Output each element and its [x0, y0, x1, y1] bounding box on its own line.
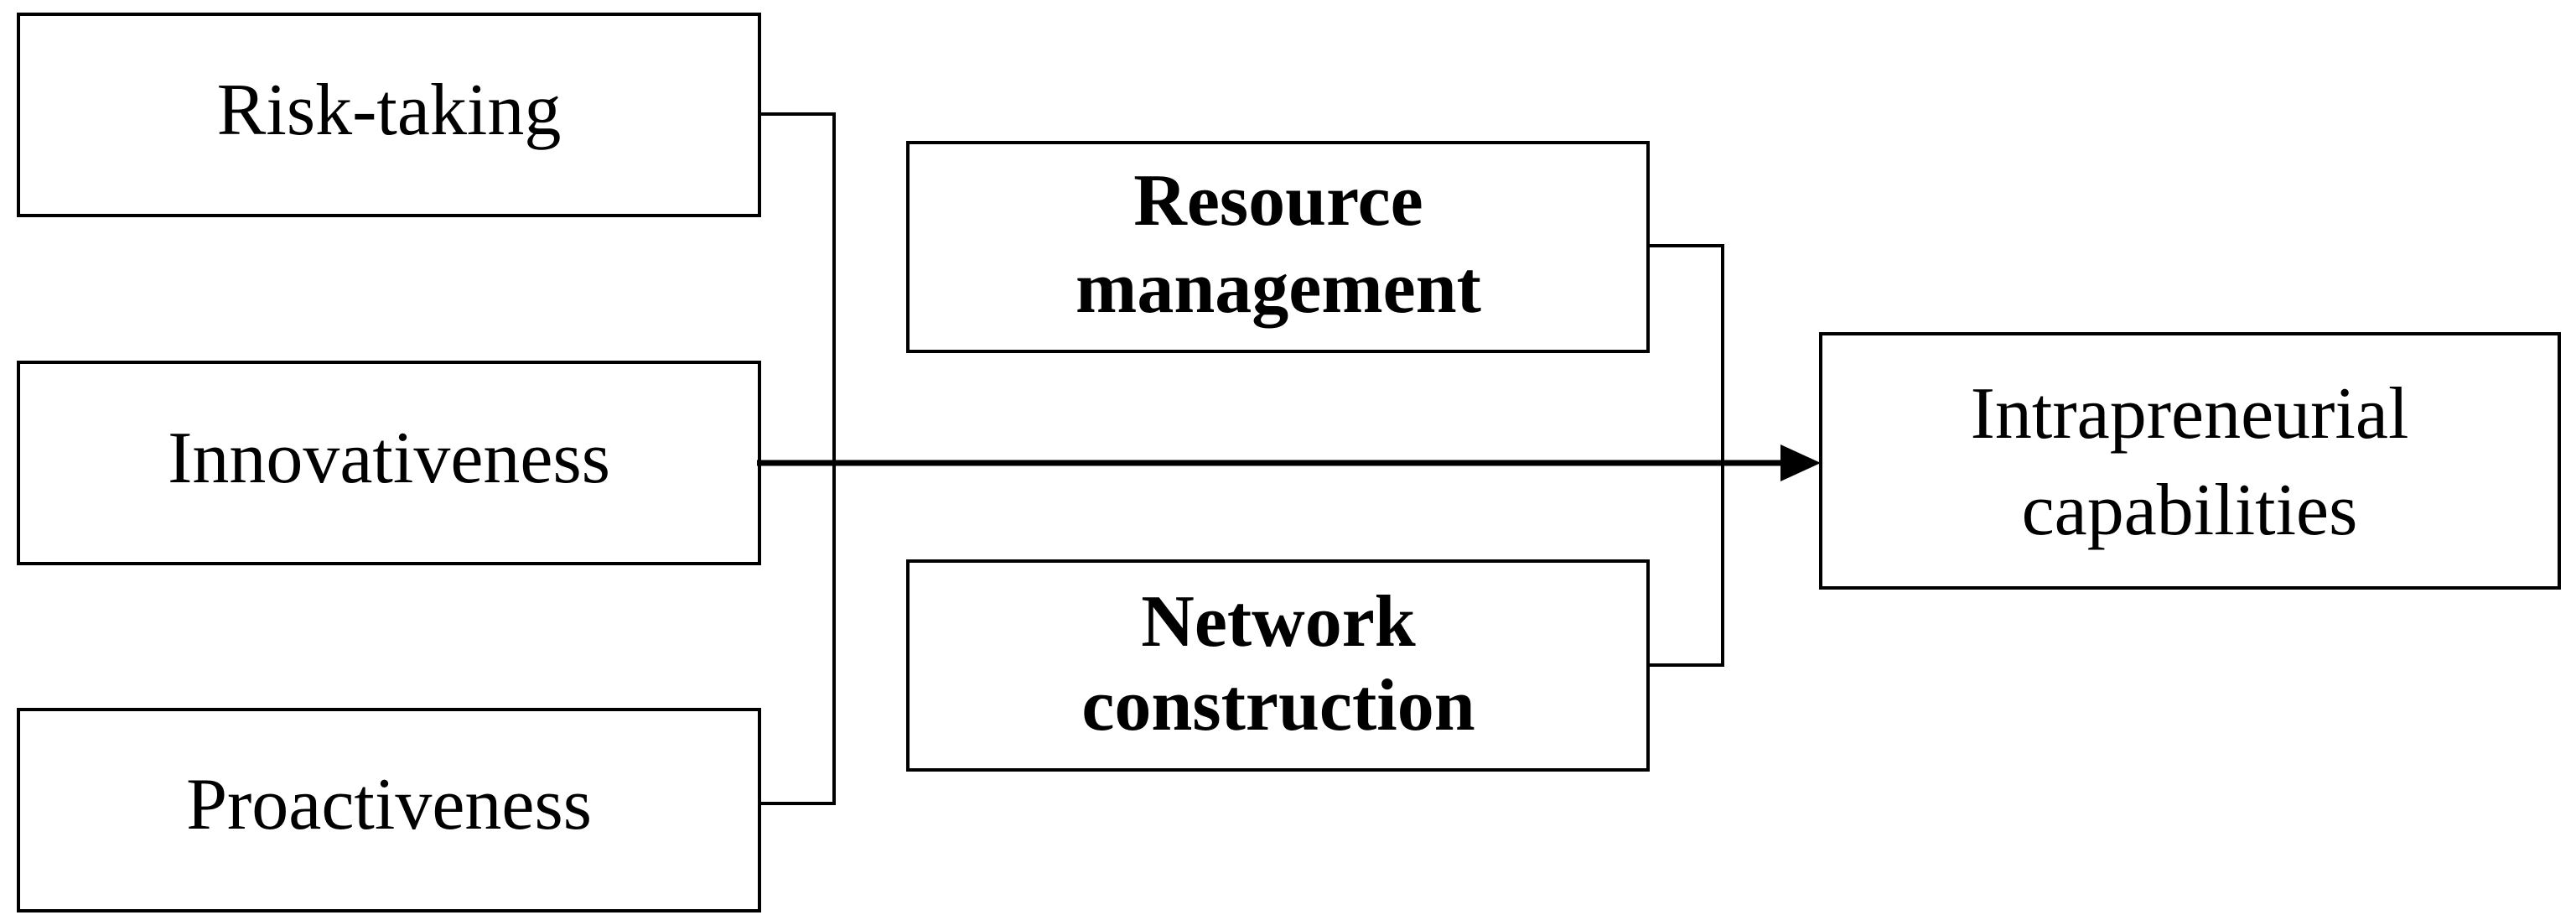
node-intrapreneurial-capabilities-label-line1: Intrapreneurial	[1971, 373, 2409, 455]
left-group-bracket	[759, 112, 836, 805]
node-proactiveness-label: Proactiveness	[186, 764, 592, 845]
middle-group-bracket	[1648, 244, 1724, 667]
node-network-construction-label-line1: Network	[1141, 581, 1416, 663]
node-innovativeness: Innovativeness	[17, 361, 761, 565]
node-risk-taking: Risk-taking	[17, 13, 761, 217]
node-risk-taking-label: Risk-taking	[217, 70, 562, 151]
node-innovativeness-label: Innovativeness	[168, 418, 610, 499]
node-intrapreneurial-capabilities: Intrapreneurial capabilities	[1819, 332, 2561, 590]
node-network-construction: Network construction	[906, 559, 1650, 772]
arrowhead-icon	[1780, 445, 1821, 481]
node-intrapreneurial-capabilities-label-line2: capabilities	[2022, 470, 2358, 551]
node-proactiveness: Proactiveness	[17, 708, 761, 912]
node-resource-management-label-line1: Resource	[1133, 160, 1423, 242]
node-resource-management-label-line2: management	[1075, 247, 1481, 329]
node-network-construction-label-line2: construction	[1081, 665, 1475, 746]
main-arrow	[757, 445, 1821, 481]
node-resource-management: Resource management	[906, 141, 1650, 353]
